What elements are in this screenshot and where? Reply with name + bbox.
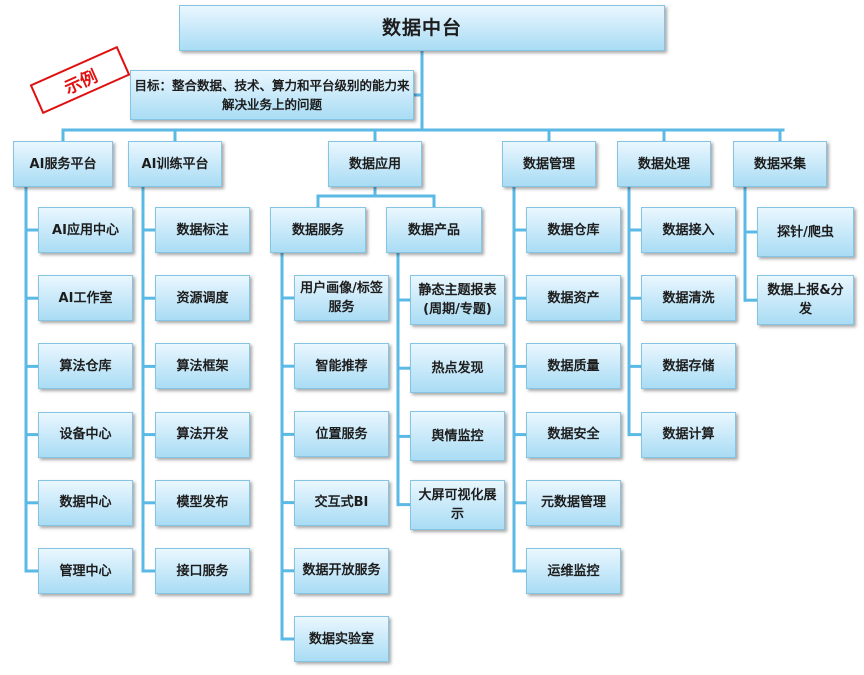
ai-service-item-6-label: 管理中心: [59, 563, 112, 579]
ai-training-item-4: 算法开发: [155, 411, 250, 458]
data-service-item-3: 位置服务: [294, 411, 389, 458]
data-collect-item-1-label: 探针/爬虫: [777, 224, 834, 240]
goal-text: 目标：整合数据、技术、算力和平台级别的能力来解决业务上的问题: [134, 78, 410, 112]
category-data-processing-label: 数据处理: [637, 156, 690, 172]
data-mgmt-item-2-label: 数据资产: [547, 290, 600, 306]
data-product-item-3-label: 舆情监控: [431, 428, 484, 444]
data-service-item-5: 数据开放服务: [294, 547, 389, 594]
ai-training-item-5-label: 模型发布: [176, 495, 229, 511]
ai-service-item-2: AI工作室: [38, 275, 133, 322]
data-mgmt-item-1-label: 数据仓库: [547, 222, 600, 238]
data-product-item-2: 热点发现: [410, 343, 505, 394]
data-mgmt-item-6: 运维监控: [526, 548, 621, 594]
category-data-management: 数据管理: [502, 141, 596, 187]
data-proc-item-1: 数据接入: [641, 207, 736, 253]
data-service-item-1: 用户画像/标签服务: [294, 275, 389, 321]
data-service-item-6-label: 数据实验室: [308, 631, 374, 647]
ai-service-item-3-label: 算法仓库: [59, 358, 112, 374]
category-data-processing: 数据处理: [617, 141, 711, 187]
category-ai-training: AI训练平台: [128, 141, 222, 187]
ai-training-item-3: 算法框架: [155, 343, 250, 390]
category-ai-training-label: AI训练平台: [141, 156, 209, 172]
ai-service-item-4-label: 设备中心: [59, 427, 112, 443]
data-service-item-6: 数据实验室: [294, 616, 389, 662]
ai-service-item-1: AI应用中心: [38, 207, 133, 253]
ai-service-item-2-label: AI工作室: [58, 290, 113, 306]
data-collect-item-2-label: 数据上报&分发: [767, 283, 844, 318]
data-product-item-3: 舆情监控: [410, 411, 505, 462]
data-service-item-5-label: 数据开放服务: [302, 563, 381, 579]
category-data-collection-label: 数据采集: [753, 156, 806, 172]
data-product-item-1-label: 静态主题报表(周期/专题): [418, 283, 497, 317]
data-service-item-4: 交互式BI: [294, 479, 389, 526]
ai-training-item-2-label: 资源调度: [176, 290, 229, 306]
data-proc-item-2-label: 数据清洗: [662, 290, 715, 306]
data-product-item-2-label: 热点发现: [431, 360, 484, 376]
data-service-item-2-label: 智能推荐: [315, 358, 368, 374]
subcategory-data-services: 数据服务: [270, 207, 366, 253]
data-mgmt-item-6-label: 运维监控: [547, 563, 600, 579]
ai-service-item-5-label: 数据中心: [59, 495, 112, 511]
category-data-app: 数据应用: [328, 141, 422, 187]
data-proc-item-4-label: 数据计算: [662, 427, 715, 443]
data-mgmt-item-2: 数据资产: [526, 275, 621, 322]
subcategory-data-products: 数据产品: [386, 207, 482, 253]
data-collect-item-1: 探针/爬虫: [757, 207, 854, 257]
ai-service-item-3: 算法仓库: [38, 343, 133, 390]
category-ai-service-label: AI服务平台: [29, 156, 97, 172]
ai-training-item-6-label: 接口服务: [176, 563, 229, 579]
ai-training-item-3-label: 算法框架: [176, 358, 229, 374]
root-title: 数据中台: [381, 16, 462, 39]
data-service-item-2: 智能推荐: [294, 343, 389, 390]
data-mgmt-item-3-label: 数据质量: [547, 358, 600, 374]
ai-training-item-5: 模型发布: [155, 479, 250, 526]
data-service-item-1-label: 用户画像/标签服务: [300, 281, 383, 315]
ai-training-item-1: 数据标注: [155, 207, 250, 253]
data-mgmt-item-4: 数据安全: [526, 411, 621, 458]
ai-service-item-4: 设备中心: [38, 411, 133, 458]
data-mgmt-item-3: 数据质量: [526, 343, 621, 390]
data-proc-item-3-label: 数据存储: [662, 358, 715, 374]
data-service-item-4-label: 交互式BI: [314, 495, 369, 511]
subcategory-data-services-label: 数据服务: [291, 222, 344, 238]
data-service-item-3-label: 位置服务: [315, 426, 368, 442]
ai-service-item-1-label: AI应用中心: [52, 222, 119, 238]
data-proc-item-2: 数据清洗: [641, 275, 736, 322]
data-collect-item-2: 数据上报&分发: [757, 275, 854, 326]
ai-service-item-6: 管理中心: [38, 548, 133, 594]
data-proc-item-4: 数据计算: [641, 411, 736, 458]
category-ai-service: AI服务平台: [13, 141, 113, 187]
data-mgmt-item-1: 数据仓库: [526, 207, 621, 253]
data-product-item-4: 大屏可视化展示: [410, 479, 505, 530]
ai-training-item-4-label: 算法开发: [176, 427, 229, 443]
ai-service-item-5: 数据中心: [38, 479, 133, 526]
data-product-item-4-label: 大屏可视化展示: [418, 487, 497, 522]
goal-node: 目标：整合数据、技术、算力和平台级别的能力来解决业务上的问题: [130, 70, 414, 120]
category-data-collection: 数据采集: [733, 141, 827, 187]
data-product-item-1: 静态主题报表(周期/专题): [410, 275, 505, 325]
category-data-app-label: 数据应用: [348, 156, 401, 172]
ai-training-item-6: 接口服务: [155, 548, 250, 594]
data-proc-item-1-label: 数据接入: [662, 222, 715, 238]
root-node: 数据中台: [179, 5, 665, 51]
ai-training-item-1-label: 数据标注: [176, 222, 229, 238]
data-proc-item-3: 数据存储: [641, 343, 736, 390]
data-mgmt-item-5: 元数据管理: [526, 479, 621, 526]
subcategory-data-products-label: 数据产品: [407, 222, 460, 238]
category-data-management-label: 数据管理: [522, 156, 575, 172]
data-mgmt-item-4-label: 数据安全: [547, 427, 600, 443]
data-mgmt-item-5-label: 元数据管理: [540, 495, 606, 511]
ai-training-item-2: 资源调度: [155, 275, 250, 322]
